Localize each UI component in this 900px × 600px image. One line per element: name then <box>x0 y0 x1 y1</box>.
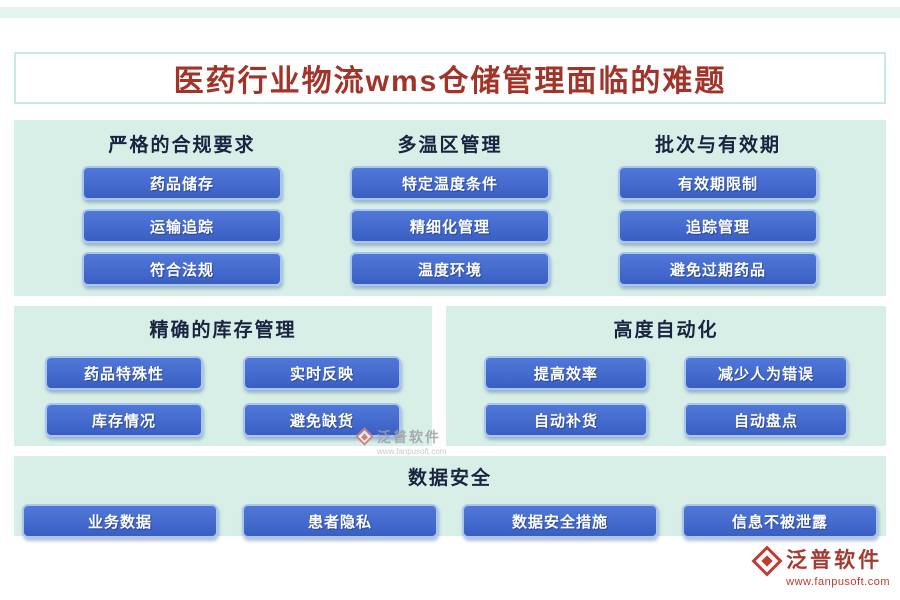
chip-temp-condition[interactable]: 特定温度条件 <box>350 166 550 200</box>
watermark-logo-icon <box>355 427 374 446</box>
chip-fine-mgmt[interactable]: 精细化管理 <box>350 209 550 243</box>
chip-patient-privacy[interactable]: 患者隐私 <box>242 504 438 538</box>
chip-avoid-expired[interactable]: 避免过期药品 <box>618 252 818 286</box>
automation-chip-grid: 提高效率 减少人为错误 自动补货 自动盘点 <box>484 356 848 437</box>
fanpu-logo-icon <box>751 545 783 577</box>
inventory-chip-grid: 药品特殊性 实时反映 库存情况 避免缺货 <box>45 356 401 437</box>
chip-reduce-error[interactable]: 减少人为错误 <box>684 356 848 390</box>
section-security-title: 数据安全 <box>407 468 492 489</box>
chip-drug-specialty[interactable]: 药品特殊性 <box>45 356 203 390</box>
chip-no-leak[interactable]: 信息不被泄露 <box>682 504 878 538</box>
watermark: 泛普软件 www.fanpusoft.com <box>355 427 447 456</box>
section-automation-title: 高度自动化 <box>613 320 719 341</box>
chip-auto-count[interactable]: 自动盘点 <box>684 403 848 437</box>
chip-efficiency[interactable]: 提高效率 <box>484 356 648 390</box>
watermark-website: www.fanpusoft.com <box>377 447 447 456</box>
section-batch: 批次与有效期 有效期限制 追踪管理 避免过期药品 <box>618 120 818 296</box>
chip-stock-status[interactable]: 库存情况 <box>45 403 203 437</box>
chip-auto-replenish[interactable]: 自动补货 <box>484 403 648 437</box>
chip-avoid-shortage[interactable]: 避免缺货 <box>243 403 401 437</box>
page-title-box: 医药行业物流wms仓储管理面临的难题 <box>14 52 886 104</box>
section-automation: 高度自动化 提高效率 减少人为错误 自动补货 自动盘点 <box>446 306 886 446</box>
chip-business-data[interactable]: 业务数据 <box>22 504 218 538</box>
section-compliance: 严格的合规要求 药品储存 运输追踪 符合法规 <box>82 120 282 296</box>
brand-logo-text: 泛普软件 <box>786 549 883 572</box>
chip-regulation[interactable]: 符合法规 <box>82 252 282 286</box>
page-title: 医药行业物流wms仓储管理面临的难题 <box>173 65 727 98</box>
section-batch-title: 批次与有效期 <box>654 135 781 156</box>
section-multitemp: 多温区管理 特定温度条件 精细化管理 温度环境 <box>350 120 550 296</box>
watermark-logo-text: 泛普软件 <box>377 429 441 445</box>
section-inventory-title: 精确的库存管理 <box>149 320 297 341</box>
chip-drug-storage[interactable]: 药品储存 <box>82 166 282 200</box>
top-section-band: 严格的合规要求 药品储存 运输追踪 符合法规 多温区管理 特定温度条件 精细化管… <box>14 120 886 296</box>
chip-trace-mgmt[interactable]: 追踪管理 <box>618 209 818 243</box>
brand-website: www.fanpusoft.com <box>786 576 890 588</box>
top-decor-strip <box>0 7 900 18</box>
security-chip-row: 业务数据 患者隐私 数据安全措施 信息不被泄露 <box>14 504 886 538</box>
chip-realtime[interactable]: 实时反映 <box>243 356 401 390</box>
branding: 泛普软件 www.fanpusoft.com <box>751 544 890 588</box>
chip-security-measures[interactable]: 数据安全措施 <box>462 504 658 538</box>
chip-temp-env[interactable]: 温度环境 <box>350 252 550 286</box>
section-compliance-title: 严格的合规要求 <box>108 135 256 156</box>
section-multitemp-title: 多温区管理 <box>397 135 503 156</box>
chip-transport-trace[interactable]: 运输追踪 <box>82 209 282 243</box>
section-inventory: 精确的库存管理 药品特殊性 实时反映 库存情况 避免缺货 <box>14 306 432 446</box>
section-security: 数据安全 业务数据 患者隐私 数据安全措施 信息不被泄露 <box>14 456 886 538</box>
chip-expiry-limit[interactable]: 有效期限制 <box>618 166 818 200</box>
